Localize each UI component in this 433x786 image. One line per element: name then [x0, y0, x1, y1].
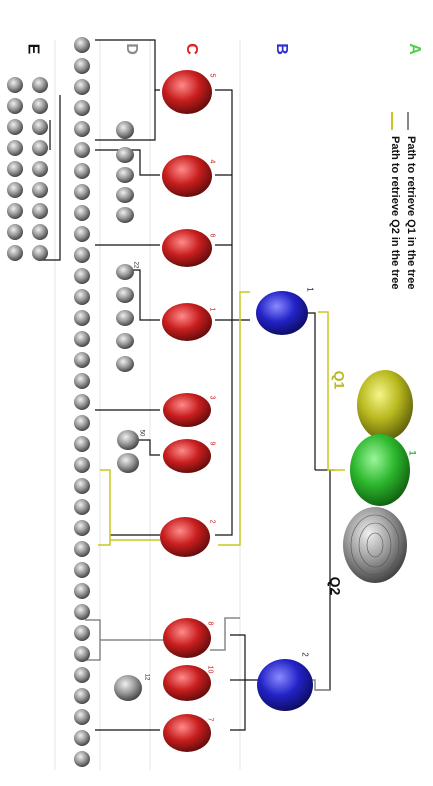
level-label-a: A: [405, 43, 423, 55]
level-d-leaf: [74, 268, 90, 284]
legend-q2-text: Path to retrieve Q2 in the tree: [389, 136, 401, 290]
green-root-number: 1: [407, 450, 418, 456]
level-d-leaf: [74, 478, 90, 494]
blue-2-number: 2: [300, 652, 310, 657]
level-d-leaf: [74, 646, 90, 662]
legend-q1-text: Path to retrieve Q1 in the tree: [405, 136, 417, 290]
level-e-leaf: [32, 77, 48, 93]
level-d-leaf: [74, 583, 90, 599]
level-d-leaf: [74, 289, 90, 305]
level-e-leaf: [7, 119, 23, 135]
level-e-leaf: [7, 98, 23, 114]
blue-1-number: 1: [305, 287, 315, 292]
level-d-leaf: [74, 730, 90, 746]
level-label-e: E: [24, 43, 42, 55]
level-e-leaf: [7, 140, 23, 156]
level-b-nodes: [256, 291, 313, 711]
level-d-leaf: [74, 436, 90, 452]
level-d-leaf: [74, 310, 90, 326]
q1-path: [98, 291, 345, 546]
level-e-leaf: [7, 224, 23, 240]
level-d-leaf: [74, 247, 90, 263]
level-e-leaf: [32, 182, 48, 198]
level-d-leaf: [74, 184, 90, 200]
level-d-leaf: [74, 499, 90, 515]
blue-node-2: [257, 659, 313, 711]
level-d-small-nodes: [114, 121, 142, 701]
d-small-22-number: 22: [132, 261, 139, 269]
level-e-leaf: [32, 98, 48, 114]
level-e-leaf: [32, 119, 48, 135]
level-d-leaf: [74, 205, 90, 221]
level-e-leaf: [7, 182, 23, 198]
level-e-leaf: [7, 203, 23, 219]
c-node-2-number: 2: [208, 519, 216, 524]
level-d-leaf: [74, 625, 90, 641]
level-e-leaf: [32, 140, 48, 156]
level-e-leaf: [32, 203, 48, 219]
level-e-leaf: [7, 245, 23, 261]
level-e-leaves: [7, 77, 48, 261]
level-d-leaf: [74, 58, 90, 74]
d-small-50-number: 50: [138, 429, 145, 437]
level-e-leaf: [32, 161, 48, 177]
level-label-d: D: [122, 43, 140, 55]
level-d-leaf: [74, 142, 90, 158]
green-root-node: [350, 434, 410, 506]
c-node-6-number: 6: [208, 233, 216, 238]
level-a-nodes: [343, 370, 413, 583]
level-d-leaf: [74, 457, 90, 473]
level-d-leaf: [74, 541, 90, 557]
level-d-leaf: [74, 751, 90, 767]
level-d-leaves: [74, 37, 90, 767]
level-d-leaf: [74, 604, 90, 620]
c-node-8-number: 8: [206, 621, 214, 626]
legend: [391, 112, 409, 130]
q2-label: Q2: [327, 576, 344, 596]
level-d-leaf: [74, 520, 90, 536]
c-node-10-number: 10: [206, 665, 214, 674]
level-d-leaf: [74, 100, 90, 116]
level-d-leaf: [74, 667, 90, 683]
level-c-nodes: [160, 70, 212, 752]
level-d-leaf: [74, 37, 90, 53]
level-d-leaf: [74, 562, 90, 578]
blue-node-1: [256, 291, 308, 335]
level-e-leaf: [32, 224, 48, 240]
level-d-leaf: [74, 163, 90, 179]
d-small-12-number: 12: [143, 673, 150, 681]
c-node-1-number: 1: [208, 307, 216, 312]
level-d-leaf: [74, 79, 90, 95]
c-node-7-number: 7: [206, 717, 214, 722]
level-label-c: C: [182, 43, 200, 55]
level-d-leaf: [74, 121, 90, 137]
level-d-leaf: [74, 709, 90, 725]
level-e-leaf: [7, 161, 23, 177]
level-e-leaf: [7, 77, 23, 93]
c-node-9-number: 9: [208, 441, 216, 446]
level-d-leaf: [74, 373, 90, 389]
level-label-b: B: [272, 43, 290, 55]
level-e-leaf: [32, 245, 48, 261]
level-d-leaf: [74, 415, 90, 431]
level-d-leaf: [74, 394, 90, 410]
c-node-5-number: 5: [208, 73, 216, 78]
level-d-leaf: [74, 331, 90, 347]
gray-query-q2: [343, 507, 407, 583]
yellow-query-q1: [357, 370, 413, 440]
q1-label: Q1: [331, 370, 348, 390]
c-node-4-number: 4: [208, 159, 216, 164]
level-d-leaf: [74, 226, 90, 242]
tree-edges: [40, 39, 335, 731]
c-node-3-number: 3: [208, 395, 216, 400]
level-d-leaf: [74, 688, 90, 704]
level-d-leaf: [74, 352, 90, 368]
